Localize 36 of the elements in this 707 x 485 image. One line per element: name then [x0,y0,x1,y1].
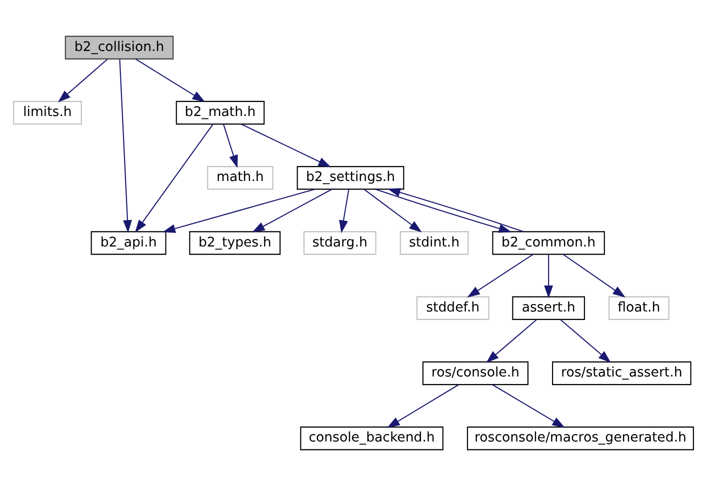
arrow [339,188,350,233]
arrow [560,318,612,362]
arrow [119,58,132,232]
arrow [544,254,554,298]
arrow [223,124,238,168]
arrow [492,384,566,428]
arrow [162,188,315,232]
arrow [240,123,332,167]
node-box: console_backend.h [300,426,444,450]
node-box: b2_collision.h [64,35,174,59]
node-box: b2_settings.h [296,166,404,190]
node-box: limits.h [13,100,82,124]
arrow [252,188,332,232]
node-box: ros/console.h [422,360,528,385]
arrow [375,188,512,232]
node-box: b2_common.h [492,230,605,254]
node-box: math.h [207,166,274,190]
arrow [135,123,214,232]
arrow [388,188,524,232]
node-box: b2_math.h [176,100,265,124]
arrow [562,253,626,297]
arrow [467,253,534,297]
arrow [135,58,206,102]
arrow [364,188,422,232]
node-box: ros/static_assert.h [552,360,692,385]
node-box: stdarg.h [303,230,376,254]
node-box: stdint.h [400,230,469,254]
node-box: b2_api.h [90,230,166,254]
node-box: rosconsole/macros_generated.h [466,426,694,450]
node-box: float.h [608,296,670,320]
arrow [486,318,537,362]
node-box: assert.h [512,296,585,320]
arrow [58,58,108,102]
arrow [387,384,460,428]
node-box: stddef.h [416,296,490,320]
node-box: b2_types.h [189,230,281,254]
